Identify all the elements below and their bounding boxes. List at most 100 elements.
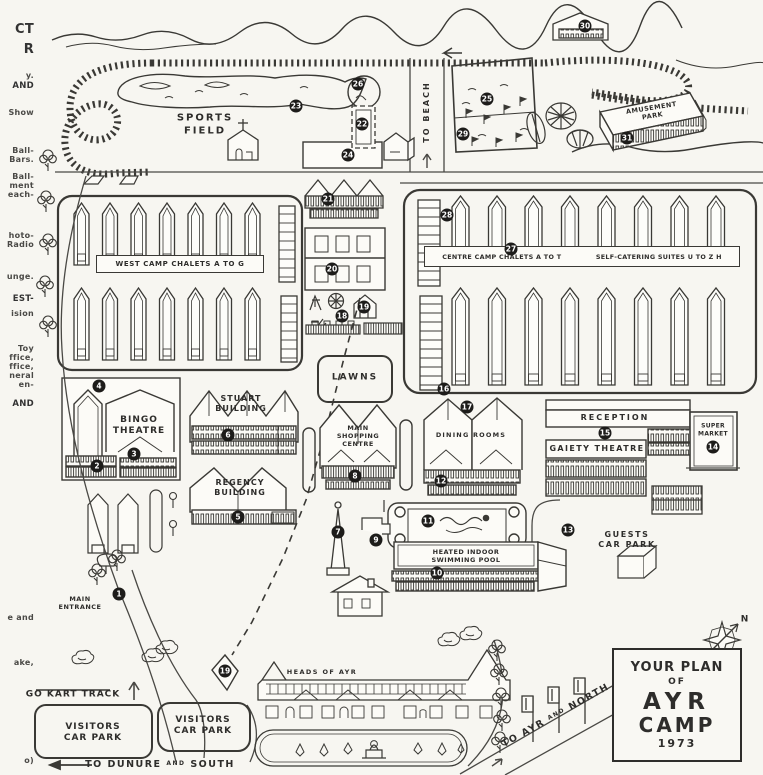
go-kart-track-label: GO KART TRACK xyxy=(25,689,121,700)
miniature-railway xyxy=(61,47,749,185)
map-marker-reception-gaiety: 15 xyxy=(598,426,612,440)
map-marker-bingo-west-hall: 2 xyxy=(90,459,104,473)
map-marker-boating-lake: 23 xyxy=(289,99,303,113)
dining-rooms-label: DINING ROOMS xyxy=(435,430,507,439)
church xyxy=(227,119,259,161)
stuart-building-shape xyxy=(189,389,299,455)
title-line-4: CAMP xyxy=(638,713,716,737)
heads-of-ayr-building xyxy=(257,648,511,719)
legend-fragment: en- xyxy=(18,380,34,389)
kiosk-shape xyxy=(361,500,391,535)
map-marker-stuart-building: 6 xyxy=(221,428,235,442)
legend-fragment: y. xyxy=(25,71,34,80)
visitors-car-park-east-label: VISITORS CAR PARK xyxy=(173,714,233,736)
legend-fragment: CT xyxy=(14,22,34,37)
legend-fragment: Radio xyxy=(6,240,34,249)
map-marker-main-shopping-centre: 8 xyxy=(348,469,362,483)
map-marker-kiosk: 9 xyxy=(369,533,383,547)
to-dunure-arrow xyxy=(47,759,92,771)
main-shopping-centre-label: MAIN SHOPPING CENTRE xyxy=(336,423,380,449)
legend-fragment: neral xyxy=(9,371,34,380)
map-marker-building-21: 21 xyxy=(321,192,335,206)
putting-green xyxy=(451,57,538,153)
legend-fragment: R xyxy=(23,42,34,57)
map-marker-building-22: 22 xyxy=(355,117,369,131)
car-parks xyxy=(34,689,251,759)
centre-camp xyxy=(402,188,758,395)
legend-fragment: Show xyxy=(8,108,34,117)
sports-field-label: SPORTS FIELD xyxy=(176,112,234,137)
heads-of-ayr-label: HEADS OF AYR xyxy=(286,667,358,676)
bingo-theatre-building xyxy=(61,377,181,481)
legend-fragment: Ball- xyxy=(12,146,34,155)
beach-path-house xyxy=(383,132,415,162)
to-dunure-label: TO DUNURE AND SOUTH xyxy=(85,759,235,771)
pool-house xyxy=(329,575,391,617)
map-marker-dining-rooms-north: 17 xyxy=(460,400,474,414)
map-marker-playground-house: 19 xyxy=(357,300,371,314)
legend-fragment: o) xyxy=(24,756,34,765)
map-marker-main-entrance: 1 xyxy=(112,587,126,601)
map-marker-centre-camp-north: 28 xyxy=(440,208,454,222)
stuart-building-label: STUART BUILDING xyxy=(215,394,267,413)
small-striped-box xyxy=(651,485,703,515)
map-marker-super-market: 14 xyxy=(706,440,720,454)
legend-fragment: e and xyxy=(7,613,34,622)
tower-shape xyxy=(326,501,350,576)
map-marker-outdoor-pool: 11 xyxy=(421,514,435,528)
map-marker-tower: 7 xyxy=(331,525,345,539)
playground xyxy=(305,292,403,335)
map-marker-regency-building: 5 xyxy=(231,510,245,524)
centre-camp-label: CENTRE CAMP CHALETS A TO T xyxy=(442,252,562,261)
lawns-label: LAWNS xyxy=(331,372,379,383)
super-market-label: SUPER MARKET xyxy=(698,422,728,438)
map-marker-bingo-north: 4 xyxy=(92,379,106,393)
visitors-car-park-west-label: VISITORS CAR PARK xyxy=(63,721,123,743)
map-marker-centre-camp-south: 16 xyxy=(437,382,451,396)
map-marker-centre-camp-chalets: 27 xyxy=(504,242,518,256)
bingo-theatre-label: BINGO THEATRE xyxy=(112,414,166,436)
boating-lake xyxy=(117,73,381,110)
title-line-5: 1973 xyxy=(657,737,697,750)
guests-car-park-label: GUESTS CAR PARK xyxy=(598,530,656,549)
map-marker-dining-rooms-south: 12 xyxy=(434,474,448,488)
west-camp-label-bar: WEST CAMP CHALETS A TO G xyxy=(96,255,264,273)
legend-fragment: AND xyxy=(12,81,34,91)
centre-camp-label-bar: CENTRE CAMP CHALETS A TO T SELF-CATERING… xyxy=(424,246,740,267)
outdoor-pool-shape xyxy=(387,502,527,549)
map-marker-lake-pool: 26 xyxy=(351,77,365,91)
map-marker-heated-indoor-swimming-pool: 10 xyxy=(430,566,444,580)
title-line-1: YOUR PLAN xyxy=(630,660,724,675)
to-beach-label: TO BEACH xyxy=(422,81,431,143)
east-house xyxy=(616,544,658,579)
west-camp-label: WEST CAMP CHALETS A TO G xyxy=(115,260,245,268)
legend-fragment: ake, xyxy=(13,658,34,667)
legend-fragment: unge. xyxy=(6,272,34,281)
reception-label: RECEPTION xyxy=(580,413,650,422)
map-marker-building-20: 20 xyxy=(325,262,339,276)
indoor-pool-shape xyxy=(391,541,567,592)
map-marker-building-24: 24 xyxy=(341,148,355,162)
compass-north-label: N xyxy=(740,614,750,625)
legend-fragment: ffice, xyxy=(9,353,34,362)
legend-fragment: EST- xyxy=(12,294,34,304)
main-entrance-label: MAIN ENTRANCE xyxy=(58,594,102,611)
west-camp xyxy=(56,194,304,372)
map-title-box: YOUR PLAN OF AYR CAMP 1973 xyxy=(612,648,742,762)
map-marker-putting-green-south: 29 xyxy=(456,127,470,141)
legend-fragment: Bars. xyxy=(9,155,34,164)
main-shopping-centre-shape xyxy=(302,403,413,493)
dining-rooms-shape xyxy=(423,397,523,496)
building-20 xyxy=(304,227,386,291)
legend-fragment: Ball- xyxy=(12,172,34,181)
reception-block xyxy=(545,399,701,497)
map-marker-putting-green: 25 xyxy=(480,92,494,106)
map-marker-path-marker: 19 xyxy=(218,664,232,678)
map-marker-playground: 18 xyxy=(335,309,349,323)
legend-fragment: ision xyxy=(11,309,34,318)
map-marker-amusement-park: 31 xyxy=(620,131,634,145)
title-line-2: OF xyxy=(668,677,686,687)
amusement-park-building xyxy=(598,92,707,153)
